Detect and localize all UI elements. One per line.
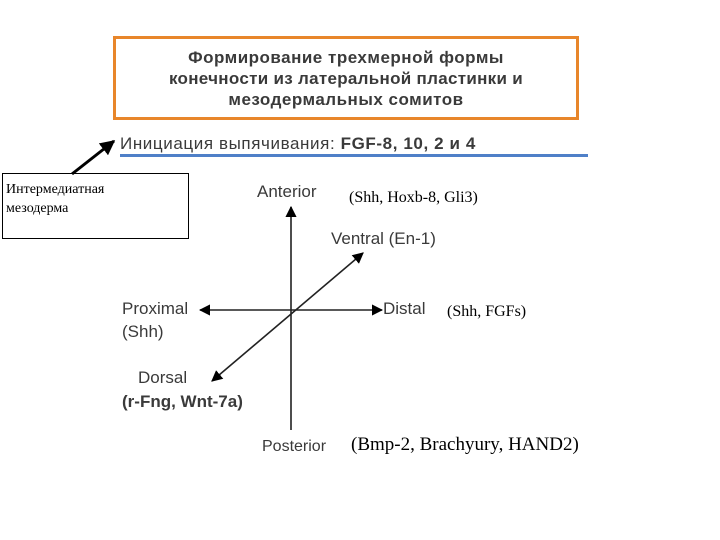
- label-dorsal: Dorsal: [138, 368, 188, 387]
- subtitle-underline: [120, 154, 588, 157]
- genes-anterior: (Shh, Hoxb-8, Gli3): [349, 189, 478, 206]
- title-line-3: мезодермальных сомитов: [228, 89, 464, 109]
- genes-dorsal: (r-Fng, Wnt-7a): [122, 392, 243, 411]
- subtitle-genes: FGF-8, 10, 2 и 4: [340, 134, 476, 153]
- genes-distal: (Shh, FGFs): [447, 303, 527, 320]
- subtitle-lead: Инициация выпячивания:: [120, 134, 336, 153]
- genes-proximal: (Shh): [122, 322, 164, 341]
- title-line-2: конечности из латеральной пластинки и: [168, 68, 524, 88]
- note-box: Интермедиатная мезодерма: [2, 173, 189, 239]
- pointer-arrow: [71, 139, 116, 176]
- note-line-1: Интермедиатная: [6, 182, 105, 197]
- axis-ventral-dorsal: [211, 252, 364, 382]
- label-posterior: Posterior: [262, 438, 327, 455]
- label-proximal: Proximal: [122, 299, 189, 318]
- label-distal: Distal: [383, 299, 426, 318]
- label-ventral: Ventral (En-1): [331, 229, 436, 248]
- note-line-2: мезодерма: [6, 201, 69, 216]
- genes-posterior: (Bmp-2, Brachyury, HAND2): [351, 434, 579, 455]
- label-anterior: Anterior: [257, 182, 317, 201]
- title-box: Формирование трехмерной формы конечности…: [113, 36, 579, 120]
- subtitle: Инициация выпячивания: FGF-8, 10, 2 и 4: [120, 134, 476, 154]
- title-line-1: Формирование трехмерной формы: [188, 47, 504, 67]
